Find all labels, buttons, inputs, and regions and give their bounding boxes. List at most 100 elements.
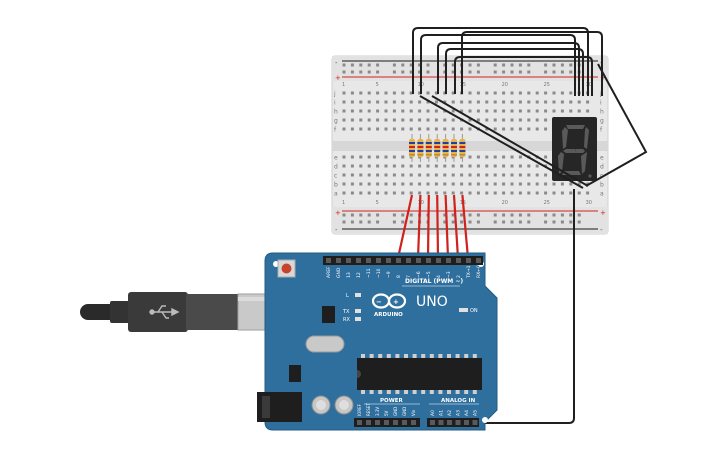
breadboard-hole[interactable]: [476, 118, 480, 122]
breadboard-hole[interactable]: [367, 164, 371, 168]
analog-pin[interactable]: [438, 420, 444, 425]
breadboard-hole[interactable]: [443, 173, 447, 177]
breadboard-hole[interactable]: [569, 191, 573, 195]
breadboard-hole[interactable]: [426, 191, 430, 195]
breadboard-hole[interactable]: [544, 155, 548, 159]
power-rail-hole[interactable]: [376, 213, 380, 217]
black-wires[interactable]: [412, 27, 648, 424]
power-rail-hole[interactable]: [350, 63, 354, 67]
breadboard-hole[interactable]: [367, 91, 371, 95]
breadboard-hole[interactable]: [409, 109, 413, 113]
breadboard-hole[interactable]: [468, 164, 472, 168]
breadboard-hole[interactable]: [460, 182, 464, 186]
resistor[interactable]: [459, 134, 466, 162]
breadboard-hole[interactable]: [426, 164, 430, 168]
breadboard-hole[interactable]: [527, 191, 531, 195]
resistor-array[interactable]: [409, 134, 466, 162]
power-pin[interactable]: [375, 420, 380, 425]
breadboard-hole[interactable]: [468, 118, 472, 122]
power-rail-hole[interactable]: [376, 220, 380, 224]
breadboard-hole[interactable]: [350, 127, 354, 131]
breadboard-hole[interactable]: [502, 127, 506, 131]
breadboard-hole[interactable]: [493, 191, 497, 195]
power-pin[interactable]: [366, 420, 371, 425]
breadboard-hole[interactable]: [510, 164, 514, 168]
breadboard-hole[interactable]: [367, 182, 371, 186]
analog-pin[interactable]: [464, 420, 469, 425]
power-rail-hole[interactable]: [518, 63, 522, 67]
power-rail-hole[interactable]: [401, 213, 405, 217]
red-wire[interactable]: [416, 194, 422, 259]
breadboard-hole[interactable]: [376, 100, 380, 104]
power-rail-hole[interactable]: [560, 213, 564, 217]
breadboard-hole[interactable]: [485, 118, 489, 122]
power-rail-hole[interactable]: [443, 70, 447, 74]
breadboard-hole[interactable]: [493, 127, 497, 131]
power-rail-hole[interactable]: [569, 213, 573, 217]
power-rail-hole[interactable]: [409, 220, 413, 224]
breadboard-hole[interactable]: [476, 109, 480, 113]
breadboard-hole[interactable]: [460, 127, 464, 131]
breadboard-hole[interactable]: [493, 109, 497, 113]
breadboard-hole[interactable]: [535, 118, 539, 122]
power-rail-hole[interactable]: [552, 70, 556, 74]
power-rail-hole[interactable]: [367, 213, 371, 217]
breadboard-hole[interactable]: [376, 173, 380, 177]
breadboard-hole[interactable]: [392, 91, 396, 95]
breadboard-hole[interactable]: [434, 118, 438, 122]
breadboard-hole[interactable]: [586, 191, 590, 195]
digital-pin[interactable]: [426, 258, 431, 263]
power-rail-hole[interactable]: [552, 213, 556, 217]
analog-pin[interactable]: [472, 420, 478, 425]
power-rail-hole[interactable]: [392, 63, 396, 67]
power-rail-hole[interactable]: [569, 220, 573, 224]
breadboard-hole[interactable]: [460, 191, 464, 195]
breadboard-hole[interactable]: [367, 127, 371, 131]
breadboard-hole[interactable]: [426, 91, 430, 95]
power-rail-hole[interactable]: [342, 220, 346, 224]
breadboard-hole[interactable]: [418, 118, 422, 122]
power-rail-hole[interactable]: [460, 220, 464, 224]
breadboard-hole[interactable]: [359, 164, 363, 168]
breadboard-hole[interactable]: [468, 109, 472, 113]
breadboard-hole[interactable]: [485, 182, 489, 186]
breadboard-hole[interactable]: [460, 109, 464, 113]
resistor[interactable]: [409, 134, 415, 162]
power-rail-hole[interactable]: [392, 213, 396, 217]
resistor[interactable]: [425, 134, 432, 162]
digital-pin[interactable]: [476, 258, 481, 263]
power-pin[interactable]: [357, 420, 362, 425]
power-rail-hole[interactable]: [418, 63, 422, 67]
usb-cable-icon[interactable]: [80, 292, 297, 332]
breadboard-hole[interactable]: [510, 173, 514, 177]
breadboard-hole[interactable]: [460, 173, 464, 177]
breadboard-hole[interactable]: [577, 191, 581, 195]
breadboard-hole[interactable]: [451, 109, 455, 113]
power-rail-hole[interactable]: [552, 220, 556, 224]
power-rail-hole[interactable]: [502, 63, 506, 67]
breadboard-hole[interactable]: [350, 164, 354, 168]
power-rail-hole[interactable]: [367, 63, 371, 67]
digital-pin-holes[interactable]: [326, 258, 481, 263]
power-rail-hole[interactable]: [443, 63, 447, 67]
breadboard-hole[interactable]: [350, 118, 354, 122]
breadboard-hole[interactable]: [359, 191, 363, 195]
breadboard-hole[interactable]: [434, 191, 438, 195]
breadboard-hole[interactable]: [451, 127, 455, 131]
breadboard-hole[interactable]: [560, 182, 564, 186]
power-rail-hole[interactable]: [510, 70, 514, 74]
power-pin[interactable]: [411, 420, 416, 425]
power-rail-hole[interactable]: [577, 213, 581, 217]
breadboard-hole[interactable]: [392, 164, 396, 168]
breadboard-hole[interactable]: [418, 173, 422, 177]
breadboard-hole[interactable]: [350, 191, 354, 195]
breadboard-hole[interactable]: [527, 182, 531, 186]
power-rail-hole[interactable]: [493, 220, 497, 224]
resistor[interactable]: [442, 134, 449, 162]
breadboard-hole[interactable]: [359, 127, 363, 131]
breadboard-hole[interactable]: [476, 155, 480, 159]
breadboard-hole[interactable]: [392, 191, 396, 195]
breadboard-hole[interactable]: [569, 91, 573, 95]
breadboard-hole[interactable]: [485, 191, 489, 195]
breadboard-hole[interactable]: [443, 164, 447, 168]
